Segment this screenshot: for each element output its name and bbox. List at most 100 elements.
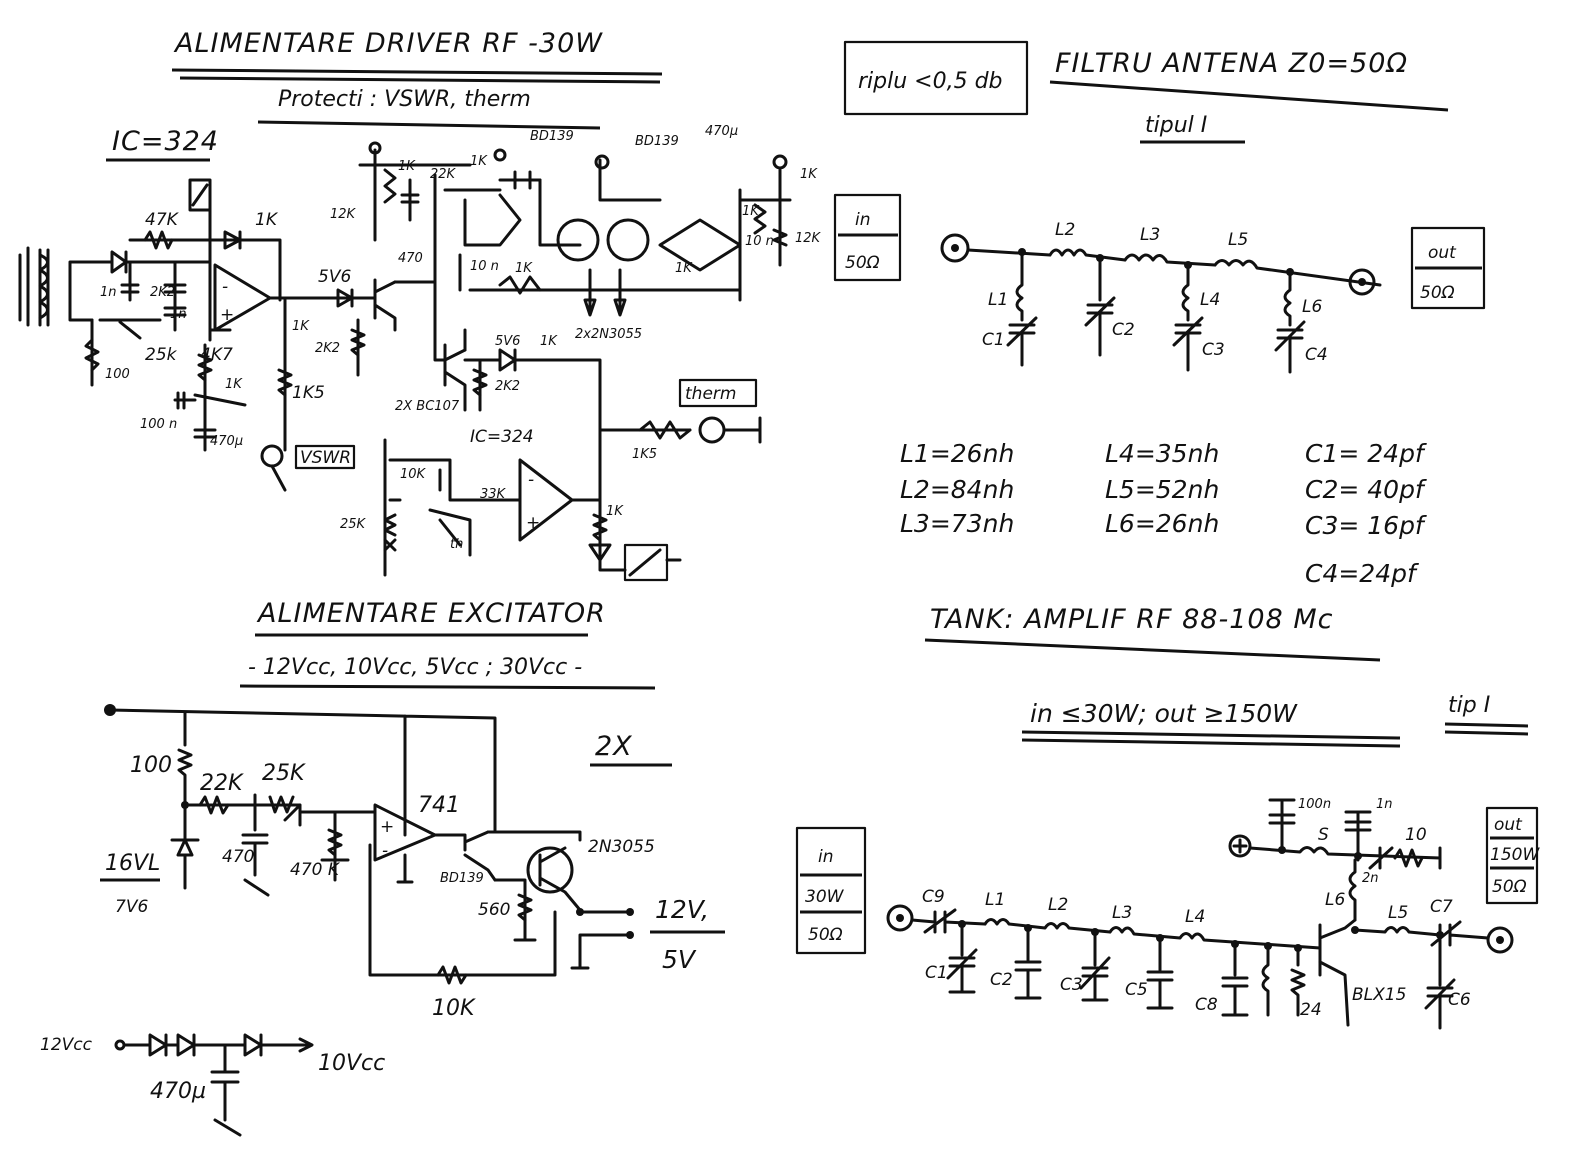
svg-text:+: +: [220, 305, 234, 325]
tank-in-label: in: [818, 847, 834, 867]
tank-out-power: 150W: [1490, 845, 1540, 865]
tank-output-connector: [1486, 926, 1514, 954]
tank-label-L6: L6: [1325, 890, 1345, 910]
tank-type: tip I: [1448, 693, 1490, 718]
label-r2k2-a: 2K2: [150, 285, 175, 300]
label-bc107: 2X BC107: [395, 399, 460, 414]
label-r1k5-a: 1K5: [292, 383, 325, 403]
label-z5v6: 5V6: [318, 267, 351, 287]
tank-label-C1: C1: [925, 963, 948, 983]
vswr-label: VSWR: [300, 448, 351, 468]
tank-in-power: 30W: [805, 887, 845, 907]
label-c470-b: 470: [398, 251, 423, 266]
filter-label-C4: C4: [1305, 345, 1328, 365]
svg-text:-: -: [222, 277, 228, 297]
regulator-cap: 470µ: [150, 1079, 206, 1104]
label-r25k-b: 25K: [340, 517, 367, 532]
driver-ic-note: IC=324: [112, 126, 219, 157]
filter-out-top: out: [1428, 243, 1457, 263]
filter-value-L5: L5=52nh: [1105, 475, 1219, 504]
exciter-label-r560: 560: [478, 900, 510, 920]
tank-label-r24: 24: [1300, 1000, 1322, 1020]
tank-label-r10: 10: [1405, 825, 1427, 845]
driver-title: ALIMENTARE DRIVER RF -30W: [173, 28, 603, 59]
label-c470u-b: 470µ: [705, 124, 738, 139]
tank-label-L4: L4: [1185, 907, 1205, 927]
exciter-out-top: 12V,: [655, 895, 709, 924]
filter-out-bot: 50Ω: [1420, 283, 1455, 303]
tank-label-C3: C3: [1060, 975, 1083, 995]
label-ic-324: IC=324: [470, 427, 534, 447]
label-r4k7: 4K7: [200, 345, 233, 365]
tank-label-c100n: 100n: [1298, 797, 1331, 812]
label-r1k-i: 1K: [675, 261, 693, 276]
filter-label-C2: C2: [1112, 320, 1135, 340]
filter-value-L3: L3=73nh: [900, 509, 1014, 538]
label-r1k-top: 1K: [255, 210, 279, 230]
label-r12k-a: 12K: [330, 207, 357, 222]
label-r1k-k: 1K: [606, 504, 624, 519]
driver-section: ALIMENTARE DRIVER RF -30W Protecti : VSW…: [18, 28, 902, 582]
label-bd139-a: BD139: [530, 129, 574, 144]
filter-type: tipul I: [1145, 113, 1207, 138]
tank-label-L5: L5: [1388, 903, 1408, 923]
label-r47k: 47K: [145, 210, 180, 230]
label-r25k: 25k: [145, 345, 178, 365]
label-r1k-f: 1K: [515, 261, 533, 276]
exciter-label-r10k: 10K: [432, 996, 476, 1021]
label-r22k: 22K: [430, 167, 457, 182]
therm-label: therm: [685, 384, 736, 404]
label-c100n: 100 n: [140, 417, 177, 432]
filter-value-L4: L4=35nh: [1105, 439, 1219, 468]
label-r1k-j: 1K: [540, 334, 558, 349]
label-bd139-b: BD139: [635, 134, 679, 149]
label-r1k-h: 1K: [742, 204, 760, 219]
label-r1k-e: 1K: [470, 154, 488, 169]
label-c10n-a: 10 n: [470, 259, 499, 274]
tank-label-transistor: BLX15: [1352, 985, 1406, 1005]
label-c10n-b: 10 n: [745, 234, 774, 249]
label-r1k-b: 1K: [225, 377, 243, 392]
ripple-box: [843, 40, 1029, 116]
label-th: th: [450, 537, 463, 552]
label-r100: 100: [105, 367, 130, 382]
tank-section: TANK: AMPLIF RF 88-108 Mc in ≤30W; out ≥…: [795, 604, 1540, 1030]
filter-value-L6: L6=26nh: [1105, 509, 1219, 538]
exciter-label-r25k: 25K: [262, 761, 306, 786]
tank-label-c1n: 1n: [1376, 797, 1393, 812]
svg-text:+: +: [526, 513, 540, 533]
filter-label-L1: L1: [988, 290, 1008, 310]
tank-label-L1: L1: [985, 890, 1005, 910]
tank-power: in ≤30W; out ≥150W: [1030, 699, 1298, 728]
exciter-section: ALIMENTARE EXCITATOR - 12Vcc, 10Vcc, 5Vc…: [40, 598, 725, 1137]
filter-value-L2: L2=84nh: [900, 475, 1014, 504]
filter-value-L1: L1=26nh: [900, 439, 1014, 468]
label-c1n-a: 1n: [100, 285, 117, 300]
filter-label-L2: L2: [1055, 220, 1075, 240]
regulator-chain: 12Vcc 10Vcc 470µ: [40, 1033, 385, 1137]
tank-input-connector: [886, 904, 914, 932]
tank-in-imp: 50Ω: [808, 925, 843, 945]
tank-title: TANK: AMPLIF RF 88-108 Mc: [930, 604, 1333, 635]
filter-label-L6: L6: [1302, 297, 1322, 317]
tank-label-C6: C6: [1448, 990, 1471, 1010]
filter-output-connector: [1348, 268, 1376, 296]
filter-label-L5: L5: [1228, 230, 1248, 250]
exciter-label-r470k: 470 K: [290, 860, 341, 880]
driver-protections: Protecti : VSWR, therm: [278, 87, 531, 112]
filter-label-L3: L3: [1140, 225, 1160, 245]
svg-text:+: +: [380, 817, 394, 837]
tank-label-C5: C5: [1125, 980, 1148, 1000]
label-r1k-d: 1K: [398, 159, 416, 174]
tank-label-C2: C2: [990, 970, 1013, 990]
tank-label-L3: L3: [1112, 903, 1132, 923]
label-r1k-g: 1K: [800, 167, 818, 182]
driver-in-top: in: [855, 210, 871, 230]
filter-label-C1: C1: [982, 330, 1005, 350]
exciter-label-t2n3055: 2N3055: [588, 837, 655, 857]
exciter-label-opamp: 741: [418, 793, 460, 818]
label-z5v6-b: 5V6: [495, 334, 520, 349]
filter-value-C1: C1= 24pf: [1305, 439, 1427, 468]
label-r33k: 33K: [480, 487, 507, 502]
tank-label-C7: C7: [1430, 897, 1453, 917]
